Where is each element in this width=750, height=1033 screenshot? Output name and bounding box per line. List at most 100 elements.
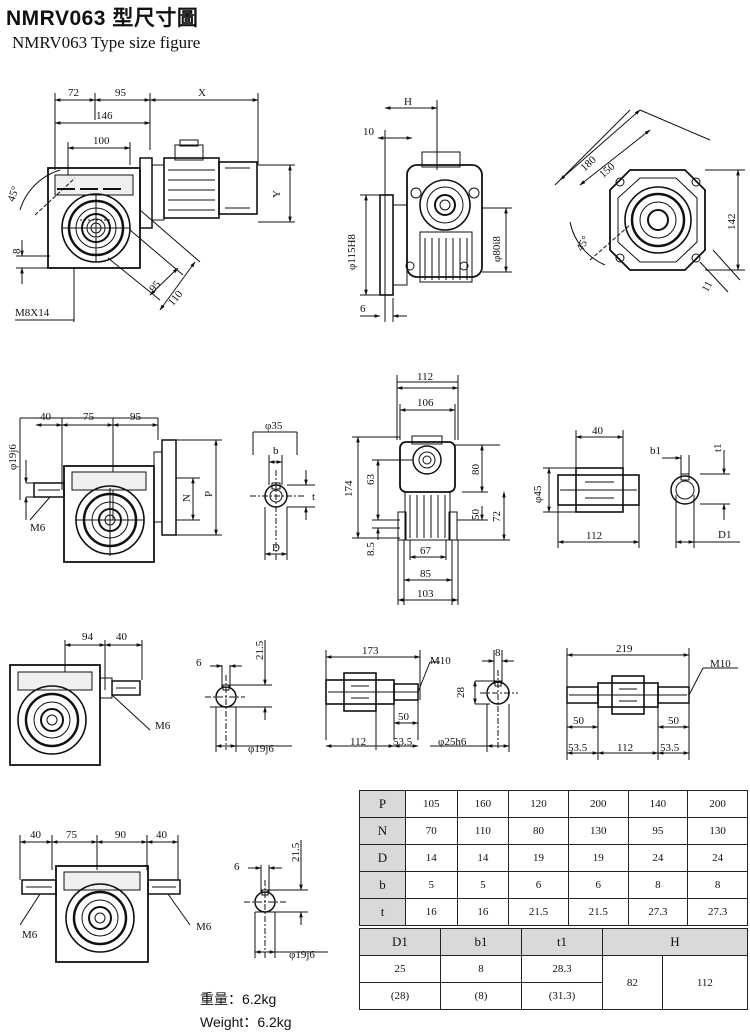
dim-x: X — [198, 87, 206, 99]
dim-28: 28 — [455, 687, 467, 699]
dim-40-r4a: 40 — [30, 829, 42, 841]
dim-112-r3: 112 — [350, 736, 366, 748]
table-cell: 120 — [508, 790, 569, 818]
table-cell: 200 — [687, 790, 748, 818]
table-cell: 27.3 — [627, 898, 689, 926]
dim-d1: D1 — [718, 529, 731, 541]
dim-72-r2: 72 — [491, 511, 503, 522]
view-shaft-key-section — [250, 431, 315, 560]
dim-b1: b1 — [650, 445, 661, 457]
dim-112-r3b: 112 — [617, 742, 633, 754]
table-cell: 19 — [508, 844, 569, 872]
table-row: D 14 14 19 19 24 24 — [359, 844, 748, 872]
weight-english: Weight：6.2kg — [200, 1014, 292, 1030]
table-cell: 21.5 — [567, 898, 629, 926]
dim-21-5-r3: 21.5 — [254, 640, 266, 660]
view-output-shaft-double — [566, 648, 738, 760]
row-label: D — [359, 844, 406, 872]
view-input-shaft — [19, 417, 222, 563]
table-cell: 160 — [456, 790, 510, 818]
table-cell: 200 — [567, 790, 629, 818]
dim-b: b — [273, 445, 279, 457]
dim-angle-45b: 45° — [574, 234, 592, 253]
table-cell: 24 — [627, 844, 689, 872]
dim-phi45: φ45 — [532, 485, 544, 503]
label-m10-r3: M10 — [430, 655, 451, 667]
dim-angle-45: 45° — [5, 185, 22, 204]
table-row: P 105 160 120 200 140 200 — [359, 790, 748, 818]
table-row: b 5 5 6 6 8 8 — [359, 871, 748, 899]
header-h: H — [602, 928, 748, 956]
dim-50a: 50 — [573, 715, 585, 727]
dim-d: D — [272, 542, 280, 554]
dim-phi19-r3: φ19j6 — [248, 743, 274, 755]
dim-t1: t1 — [712, 443, 724, 452]
table-cell: 140 — [627, 790, 689, 818]
table-cell: (8) — [440, 982, 522, 1010]
table-cell: (31.3) — [521, 982, 603, 1010]
table-cell: 130 — [567, 817, 629, 845]
table-cell: 8 — [627, 871, 689, 899]
dim-6: 6 — [360, 303, 366, 315]
dim-219: 219 — [616, 643, 633, 655]
table-row: 25 8 28.3 82 112 — [359, 955, 749, 1010]
view-key-section-1 — [205, 640, 292, 752]
row-label: P — [359, 790, 406, 818]
dim-100: 100 — [93, 135, 110, 147]
table-cell: 25 — [359, 955, 441, 983]
dim-95-r2: 95 — [130, 411, 142, 423]
dim-75-r4: 75 — [66, 829, 78, 841]
table-cell: 8 — [687, 871, 748, 899]
table-cell: 27.3 — [687, 898, 748, 926]
dim-173: 173 — [362, 645, 379, 657]
header-t1: t1 — [521, 928, 603, 956]
dim-50: 50 — [470, 509, 482, 521]
table-cell: 19 — [567, 844, 629, 872]
view-key-section-3 — [244, 840, 328, 958]
dim-40-r4b: 40 — [156, 829, 168, 841]
weight-chinese: 重量：6.2kg — [200, 991, 277, 1007]
table-cell: 95 — [627, 817, 689, 845]
dim-6-r3: 6 — [196, 657, 202, 669]
table-cell: 14 — [456, 844, 510, 872]
dim-72: 72 — [68, 87, 79, 99]
page-title: NMRV063 型尺寸圖 — [6, 7, 199, 30]
dim-85: 85 — [420, 568, 432, 580]
dim-95: 95 — [115, 87, 127, 99]
row-label: t — [359, 898, 406, 926]
label-m10-r3b: M10 — [710, 658, 731, 670]
view-side-flange — [360, 100, 512, 322]
view-flange-octagon — [554, 109, 745, 293]
label-m6-r4a: M6 — [22, 929, 38, 941]
dim-40-r3: 40 — [116, 631, 128, 643]
view-hollow-shaft — [543, 430, 740, 548]
dim-m8x14: M8X14 — [15, 307, 50, 319]
table-cell: 80 — [508, 817, 569, 845]
view-gearbox-motor — [15, 93, 295, 322]
dim-6-r4: 6 — [234, 861, 240, 873]
view-output-shaft-single — [325, 650, 440, 750]
table-cell: 24 — [687, 844, 748, 872]
dim-phi19-r4: φ19j6 — [289, 949, 315, 961]
dim-phi19-r2: φ19j6 — [7, 444, 19, 470]
table-cell: 70 — [405, 817, 458, 845]
dim-t: t — [312, 491, 315, 503]
dim-phi115: φ115H8 — [346, 234, 358, 270]
view-side-shaft-right — [9, 640, 151, 766]
dim-94: 94 — [82, 631, 94, 643]
table-cell: 105 — [405, 790, 458, 818]
dim-phi80: φ80i8 — [491, 236, 503, 262]
table-row: t 16 16 21.5 21.5 27.3 27.3 — [359, 898, 748, 926]
table-row: (28) (8) (31.3) — [359, 982, 748, 1010]
dim-y: Y — [271, 190, 283, 198]
view-front-dimensions — [352, 375, 510, 605]
dim-10: 10 — [363, 126, 375, 138]
dim-67: 67 — [420, 545, 432, 557]
dim-p: P — [203, 491, 215, 497]
table-cell: 16 — [456, 898, 510, 926]
dim-146: 146 — [96, 110, 113, 122]
table-cell: 5 — [456, 871, 510, 899]
dim-8-r3: 8 — [495, 647, 501, 659]
table-cell: 82 — [602, 955, 663, 1010]
